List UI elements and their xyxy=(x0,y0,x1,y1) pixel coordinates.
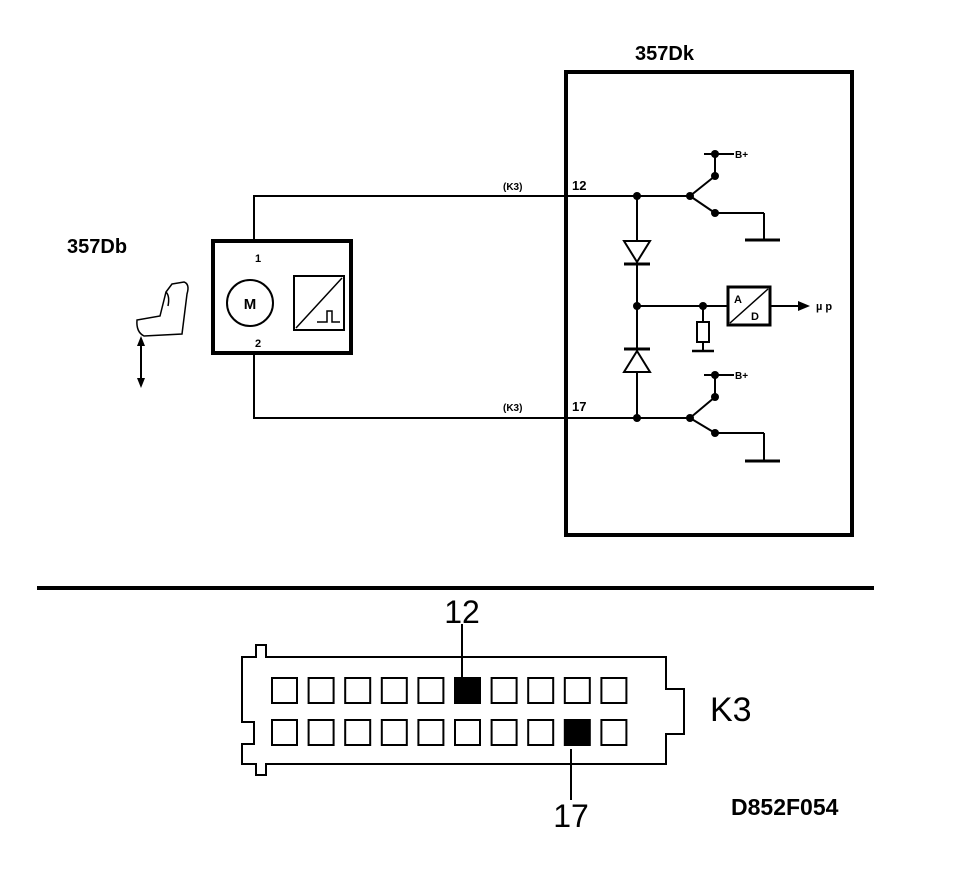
pulse-generator-symbol xyxy=(293,275,345,331)
connector-pin-cavity xyxy=(380,719,408,746)
wire-top-connector-label: (K3) xyxy=(503,182,522,193)
wire-bottom-pin-label: 17 xyxy=(572,399,586,414)
wire-pin-12 xyxy=(253,195,637,241)
switch-bottom-dots xyxy=(686,371,719,437)
wire-top-pin-label: 12 xyxy=(572,178,586,193)
sensor-pin-1-label: 1 xyxy=(255,253,261,265)
wire-bottom-connector-label: (K3) xyxy=(503,403,522,414)
sensor-pin-2-label: 2 xyxy=(255,338,261,350)
connector-pin-cavity xyxy=(417,677,445,704)
connector-pin-17-highlight xyxy=(563,719,591,746)
supply-bottom-label: B+ xyxy=(735,371,748,382)
pin-17-callout: 17 xyxy=(553,798,589,834)
supply-top-label: B+ xyxy=(735,150,748,161)
connector-pin-cavity xyxy=(417,719,445,746)
connector-pin-cavity xyxy=(344,719,372,746)
pull-resistor-symbol xyxy=(692,306,714,353)
adc-in-label: A xyxy=(734,294,742,306)
connector-name-label: K3 xyxy=(710,691,752,729)
wire-pin-17 xyxy=(253,353,637,419)
sensor-357db-box xyxy=(211,239,353,355)
connector-pin-cavity xyxy=(307,677,335,704)
seat-icon xyxy=(136,281,189,388)
figure-code: D852F054 xyxy=(731,794,839,820)
connector-pin-cavity xyxy=(527,719,555,746)
connector-pin-cavity xyxy=(490,677,518,704)
connector-pin-cavity xyxy=(527,677,555,704)
sensor-id-label: 357Db xyxy=(67,236,127,258)
connector-pin-cavity xyxy=(271,677,298,704)
switch-top-symbol xyxy=(637,153,780,242)
connector-pin-cavity xyxy=(307,719,335,746)
connector-pin-grid xyxy=(271,677,628,746)
connector-pin-cavity xyxy=(380,677,408,704)
microprocessor-label: µ p xyxy=(816,301,832,313)
connector-pin-cavity xyxy=(271,719,298,746)
connector-pin-cavity xyxy=(454,719,481,746)
connector-pin-cavity xyxy=(490,719,518,746)
connector-pin-cavity xyxy=(600,719,628,746)
switch-top-dots xyxy=(686,150,719,217)
connector-k3-housing xyxy=(241,644,685,776)
module-357dk-box xyxy=(564,70,854,537)
adc-out-label: D xyxy=(751,311,759,323)
connector-pin-12-highlight xyxy=(454,677,481,704)
connector-pin-cavity xyxy=(344,677,372,704)
svg-text:M: M xyxy=(244,296,257,313)
connector-pin-cavity xyxy=(600,677,628,704)
module-id-label: 357Dk xyxy=(635,43,695,65)
connector-pin-cavity xyxy=(563,677,591,704)
pin-12-callout: 12 xyxy=(444,594,480,630)
switch-bottom-symbol xyxy=(637,374,780,463)
adc-symbol xyxy=(726,285,810,327)
motor-symbol: M xyxy=(226,279,274,327)
